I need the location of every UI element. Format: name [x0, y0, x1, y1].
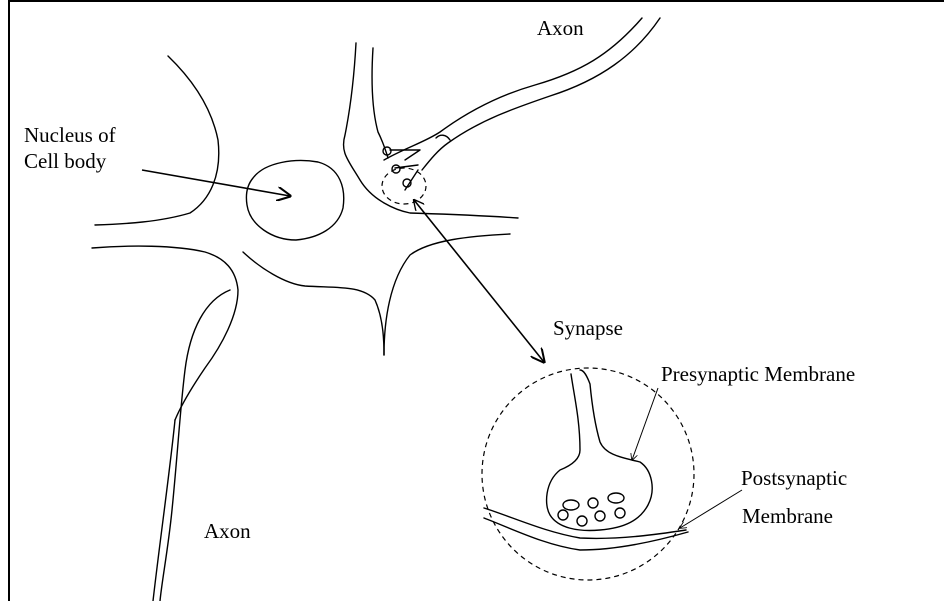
postsynaptic-pointer: [680, 490, 742, 528]
postsynaptic-label-line2: Membrane: [742, 504, 833, 528]
synapse-arrow: [414, 200, 544, 362]
synaptic-vesicles: [558, 493, 625, 526]
presynaptic-label: Presynaptic Membrane: [661, 362, 855, 386]
synapse-label: Synapse: [553, 316, 623, 340]
postsynaptic-label-line1: Postsynaptic: [741, 466, 847, 490]
nucleus-label-line1: Nucleus of: [24, 123, 116, 147]
neuron-cell-body: [92, 43, 518, 601]
axon-top-label: Axon: [537, 16, 584, 40]
axon-bottom-label: Axon: [204, 519, 251, 543]
presynaptic-pointer: [632, 388, 658, 460]
postsynaptic-membrane: [484, 508, 688, 550]
nucleus-label-line2: Cell body: [24, 149, 107, 173]
synapse-magnified-circle: [482, 368, 694, 580]
synapse-origin: [382, 147, 426, 204]
nucleus: [246, 161, 343, 240]
axon-top: [384, 18, 660, 170]
presynaptic-terminal: [547, 370, 653, 530]
